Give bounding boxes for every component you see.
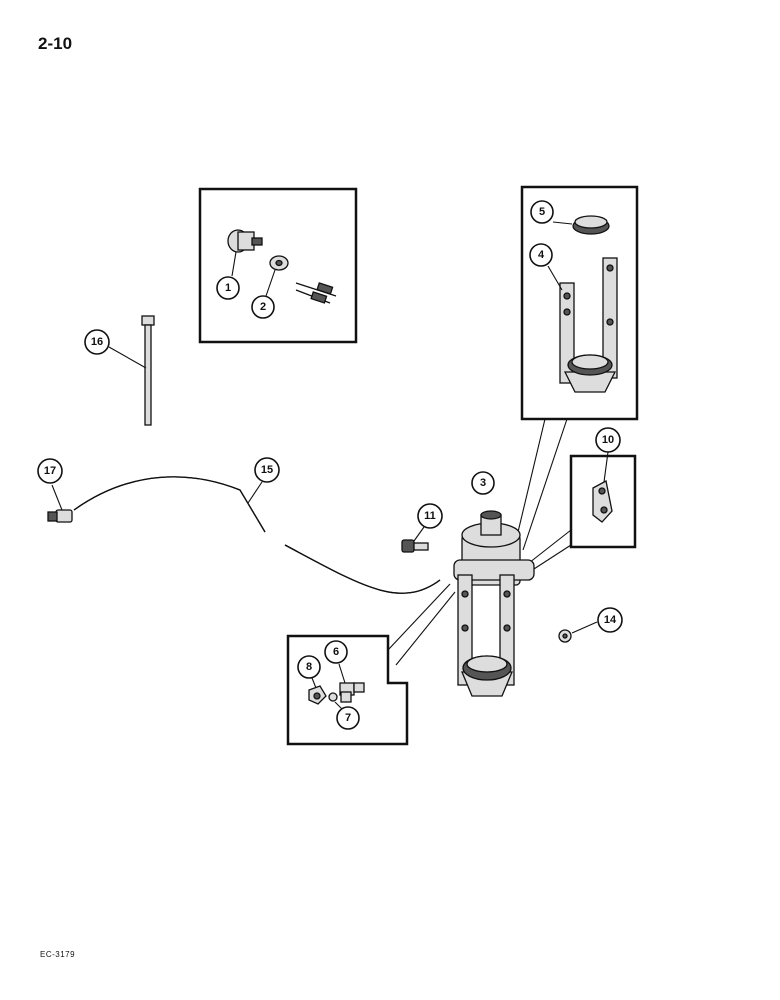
svg-text:6: 6 bbox=[333, 646, 339, 658]
svg-text:2: 2 bbox=[260, 301, 266, 313]
svg-text:14: 14 bbox=[604, 614, 617, 626]
callout-5: 5 bbox=[530, 200, 554, 224]
callout-3: 3 bbox=[471, 471, 495, 495]
washer-fitting bbox=[328, 692, 338, 702]
detail-box-bracket bbox=[520, 185, 639, 421]
nut-fitting bbox=[308, 685, 327, 705]
svg-text:4: 4 bbox=[538, 249, 545, 261]
callout-4: 4 bbox=[529, 243, 553, 267]
wire-terminals bbox=[295, 282, 337, 304]
figure-code: EC-3179 bbox=[40, 950, 76, 959]
nut-part bbox=[269, 255, 289, 271]
callout-16: 16 bbox=[84, 329, 110, 355]
cable-tie-part bbox=[141, 315, 155, 426]
elbow-fitting bbox=[339, 682, 365, 703]
callout-7: 7 bbox=[336, 706, 360, 730]
page-number: 2-10 bbox=[38, 34, 73, 53]
callout-11: 11 bbox=[417, 503, 443, 529]
svg-text:1: 1 bbox=[225, 282, 231, 294]
sensor-part bbox=[227, 229, 263, 253]
svg-text:3: 3 bbox=[480, 477, 486, 489]
detail-box-clip bbox=[569, 451, 637, 549]
svg-text:17: 17 bbox=[44, 465, 56, 477]
svg-text:8: 8 bbox=[306, 661, 312, 673]
callout-1: 1 bbox=[216, 276, 240, 300]
bolt-part bbox=[401, 539, 429, 553]
fitting-17-part bbox=[47, 509, 73, 523]
small-nut-part bbox=[558, 629, 572, 643]
callout-2: 2 bbox=[251, 295, 275, 319]
capillary-tube bbox=[73, 476, 441, 594]
filter-assembly bbox=[453, 510, 535, 697]
svg-text:15: 15 bbox=[261, 464, 273, 476]
svg-text:16: 16 bbox=[91, 336, 103, 348]
clip-part bbox=[592, 480, 613, 523]
callout-10: 10 bbox=[595, 427, 621, 453]
callout-8: 8 bbox=[297, 655, 321, 679]
callout-6: 6 bbox=[324, 640, 348, 664]
svg-text:11: 11 bbox=[424, 510, 436, 522]
svg-text:7: 7 bbox=[345, 712, 351, 724]
svg-text:10: 10 bbox=[602, 434, 614, 446]
detail-box-sensor bbox=[198, 187, 358, 344]
callout-14: 14 bbox=[597, 607, 623, 633]
svg-text:5: 5 bbox=[539, 206, 545, 218]
bracket-part bbox=[559, 257, 618, 393]
callout-15: 15 bbox=[254, 457, 280, 483]
cap-part bbox=[572, 215, 610, 235]
callout-17: 17 bbox=[37, 458, 63, 484]
